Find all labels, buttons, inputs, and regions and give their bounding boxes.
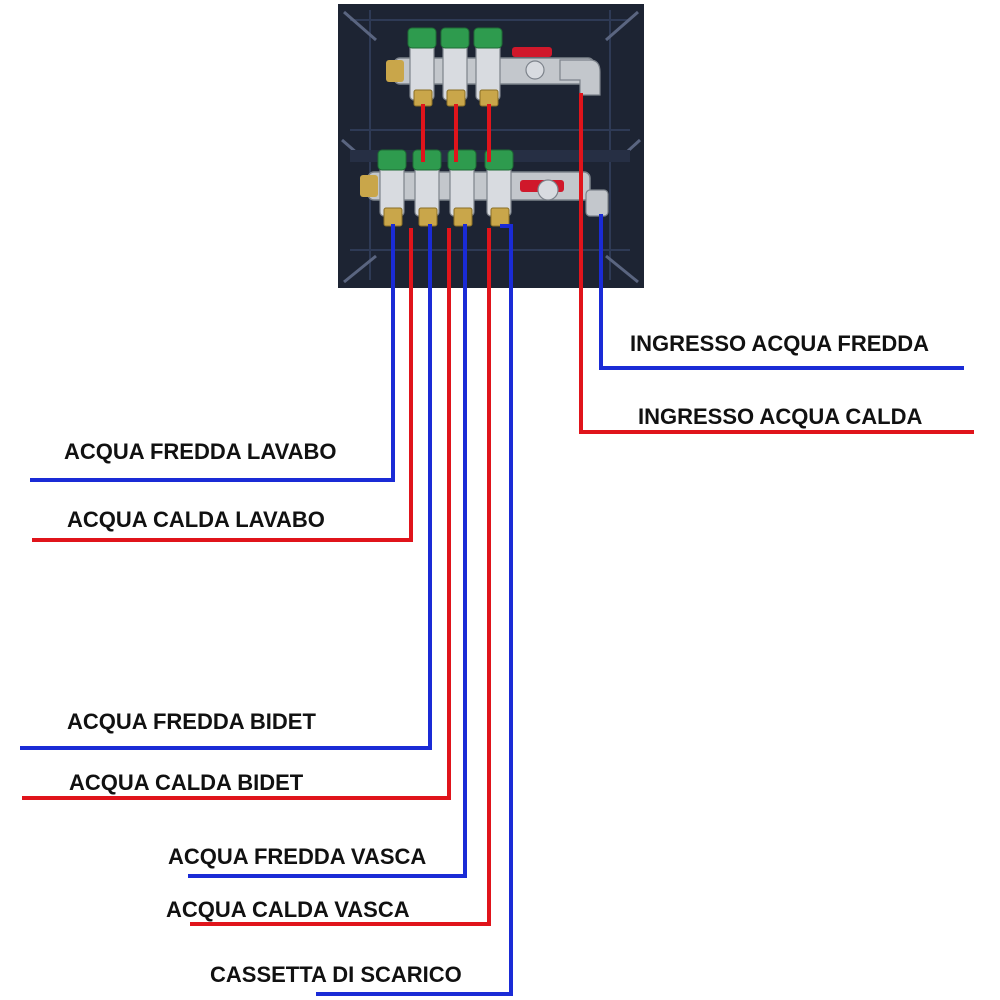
pipe-calda-bidet — [22, 228, 451, 800]
pipe-fredda-bidet — [20, 224, 432, 750]
pipe-calda-vasca — [190, 228, 491, 926]
label-fredda-vasca: ACQUA FREDDA VASCA — [168, 844, 426, 869]
upper-manifold — [386, 27, 601, 107]
pipe-cassetta — [316, 224, 513, 996]
label-calda-vasca: ACQUA CALDA VASCA — [166, 897, 410, 922]
labels: INGRESSO ACQUA FREDDA INGRESSO ACQUA CAL… — [64, 331, 929, 987]
pipe-fredda-vasca — [188, 224, 467, 878]
pipe-calda-lavabo — [32, 228, 413, 542]
lower-manifold — [360, 149, 609, 227]
label-ingresso-fredda: INGRESSO ACQUA FREDDA — [630, 331, 929, 356]
pipe-fredda-lavabo — [30, 224, 395, 482]
label-fredda-bidet: ACQUA FREDDA BIDET — [67, 709, 316, 734]
label-ingresso-calda: INGRESSO ACQUA CALDA — [638, 404, 922, 429]
pipes — [20, 93, 974, 996]
label-cassetta: CASSETTA DI SCARICO — [210, 962, 462, 987]
label-calda-lavabo: ACQUA CALDA LAVABO — [67, 507, 325, 532]
pipe-ingresso-fredda — [599, 214, 964, 370]
label-calda-bidet: ACQUA CALDA BIDET — [69, 770, 304, 795]
label-fredda-lavabo: ACQUA FREDDA LAVABO — [64, 439, 337, 464]
pipe-ingresso-calda — [579, 93, 974, 434]
